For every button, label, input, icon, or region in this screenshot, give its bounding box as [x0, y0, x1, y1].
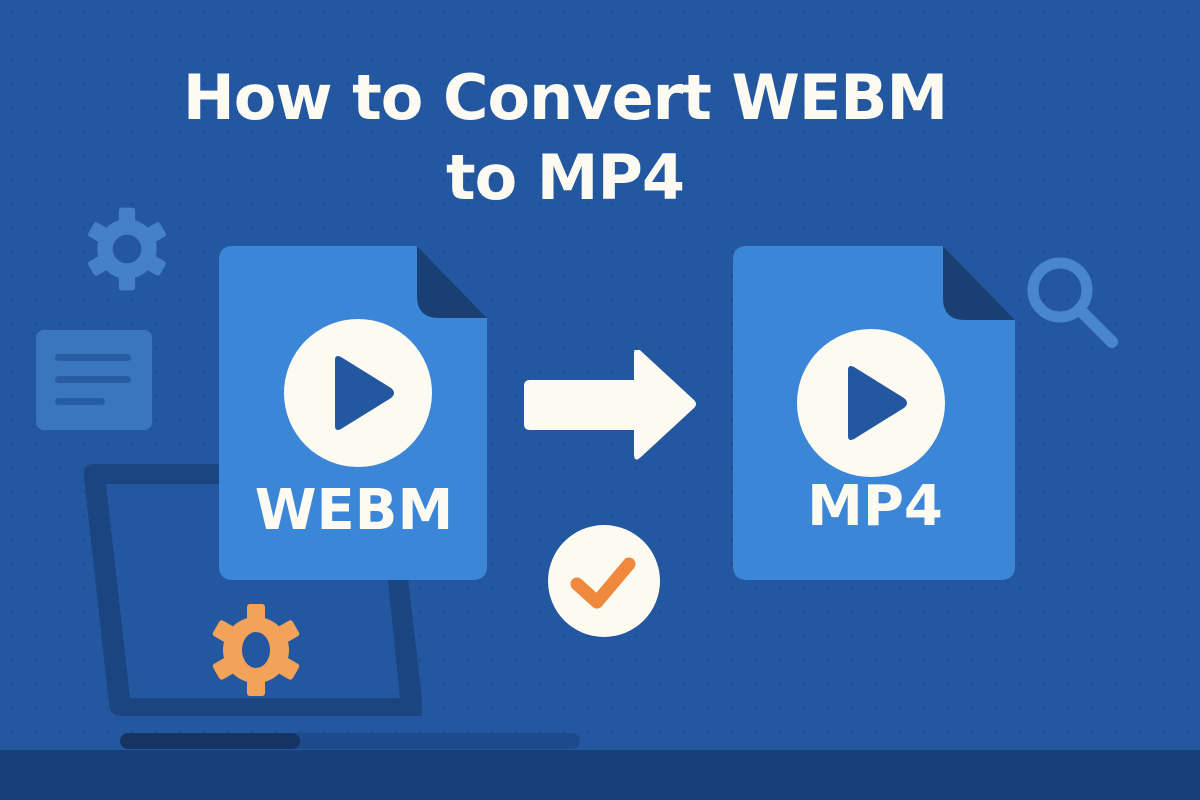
- play-icon: [797, 329, 945, 477]
- mp4-file-card: MP4: [733, 246, 1017, 586]
- gear-icon: [212, 604, 300, 696]
- document-icon: [36, 330, 152, 430]
- search-icon: [1027, 257, 1118, 348]
- laptop-base-shadow: [120, 733, 300, 749]
- play-icon: [284, 319, 432, 467]
- arrow-right-icon: [524, 350, 696, 460]
- page-title: How to Convert WEBM to MP4: [0, 58, 1130, 218]
- floor-band: [0, 750, 1200, 800]
- title-line-2: to MP4: [445, 141, 685, 214]
- webm-label: WEBM: [254, 478, 454, 543]
- check-circle-icon: [548, 525, 660, 637]
- gear-icon: [88, 207, 166, 291]
- title-line-1: How to Convert WEBM: [182, 61, 948, 134]
- laptop-base: [280, 733, 580, 749]
- mp4-label: MP4: [807, 474, 943, 539]
- webm-file-card: WEBM: [219, 246, 489, 586]
